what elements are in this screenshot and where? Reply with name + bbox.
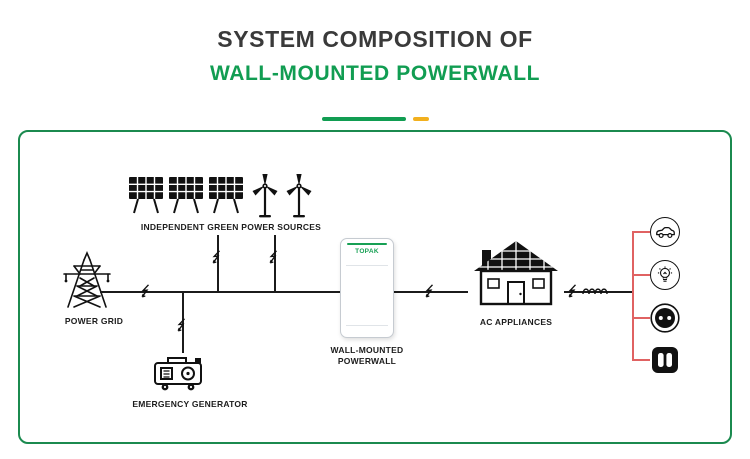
wire-appliance-trunk <box>632 232 634 360</box>
wire-solar-drop-2 <box>274 235 276 291</box>
powerwall-label: WALL-MOUNTED POWERWALL <box>307 345 427 367</box>
wire-house-to-appliances <box>564 291 632 293</box>
powerwall-label-line1: WALL-MOUNTED <box>330 345 404 355</box>
lightning-bolt-icon <box>211 250 223 269</box>
lightning-bolt-icon <box>176 318 188 337</box>
generator-icon <box>152 352 208 397</box>
transmission-tower-icon <box>60 250 114 313</box>
wire-powerwall-to-house <box>394 291 468 293</box>
wire-appliance-stub-socket <box>632 317 650 319</box>
powerwall-seam <box>346 265 388 266</box>
powerwall-label-line2: POWERWALL <box>337 356 397 366</box>
powerwall-unit: TOPAK <box>340 238 394 338</box>
lightning-bolt-icon <box>567 284 579 303</box>
powerwall-brand-logo: TOPAK <box>355 248 379 255</box>
diagram-panel: INDEPENDENT GREEN POWER SOURCES POWER GR… <box>18 130 732 444</box>
page-title: SYSTEM COMPOSITION OF <box>217 26 533 52</box>
wire-solar-drop-1 <box>217 235 219 291</box>
page-subtitle: WALL-MOUNTED POWERWALL <box>209 62 541 85</box>
light-bulb-icon <box>650 260 680 290</box>
lightning-bolt-icon <box>268 250 280 269</box>
accent-bar-yellow <box>412 117 429 121</box>
green-sources-label: INDEPENDENT GREEN POWER SOURCES <box>140 222 322 232</box>
wire-appliance-stub-car <box>632 231 650 233</box>
generator-label: EMERGENCY GENERATOR <box>132 399 248 409</box>
ac-appliances-label: AC APPLIANCES <box>479 317 553 327</box>
ev-car-icon <box>650 217 680 247</box>
wire-grid-to-powerwall <box>100 291 340 293</box>
accent-bars <box>0 117 750 121</box>
wire-appliance-stub-switch <box>632 359 650 361</box>
wire-generator-branch <box>182 291 184 353</box>
lightning-bolt-icon <box>424 284 436 303</box>
wall-socket-icon <box>650 303 680 338</box>
coil-symbol-icon <box>582 282 608 300</box>
solar-panel-icon <box>208 176 244 219</box>
lightning-bolt-icon <box>140 284 152 303</box>
wind-turbine-icon <box>248 172 282 223</box>
wire-appliance-stub-bulb <box>632 274 650 276</box>
power-grid-label: POWER GRID <box>64 316 124 326</box>
powerwall-seam <box>346 325 388 326</box>
powerwall-accent-line <box>347 243 387 245</box>
accent-bar-green <box>321 117 406 121</box>
solar-house-icon <box>468 238 564 315</box>
wind-turbine-icon <box>282 172 316 223</box>
solar-panel-icon <box>168 176 204 219</box>
solar-panel-icon <box>128 176 164 219</box>
header: SYSTEM COMPOSITION OF WALL-MOUNTED POWER… <box>0 26 750 86</box>
rocker-switch-icon <box>650 345 680 380</box>
